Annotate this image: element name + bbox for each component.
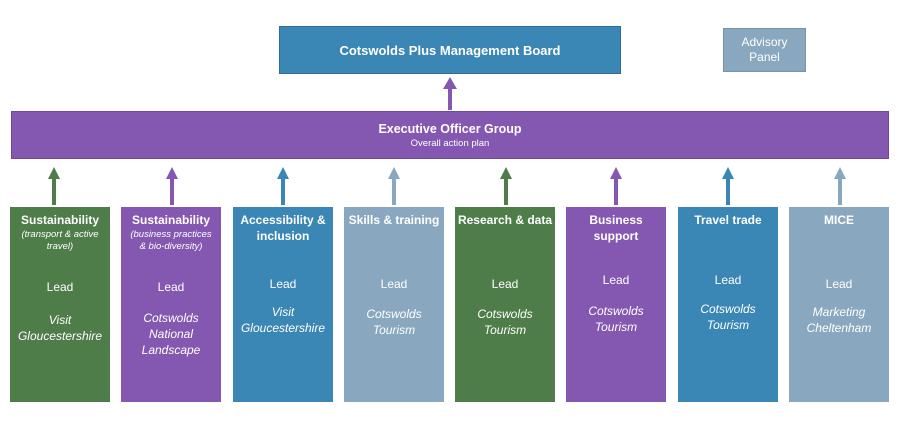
workstream-title: Sustainability	[131, 213, 211, 227]
workstream-lead-org-line1: Cotswolds	[477, 307, 533, 321]
workstream-lead-org-line2: National	[148, 327, 194, 341]
workstream-title-line2: inclusion	[256, 229, 310, 243]
executive-officer-group-title: Executive Officer Group	[378, 121, 522, 136]
advisory-panel-line2: Panel	[749, 50, 780, 64]
workstream-lead-label: Lead	[157, 280, 185, 294]
workstream-skills-training: Skills & training Lead Cotswolds Tourism	[344, 207, 444, 402]
workstream-title-line2: support	[593, 229, 639, 243]
workstream-subtitle-line2: travel)	[46, 241, 74, 252]
management-board-box: Cotswolds Plus Management Board	[279, 26, 621, 74]
arrow-exec-to-board	[443, 77, 457, 110]
workstream-lead-org-line2: Tourism	[706, 318, 750, 332]
advisory-panel-box: Advisory Panel	[723, 28, 806, 72]
arrow-sustainability-transport	[48, 167, 60, 205]
arrow-business-support	[610, 167, 622, 205]
workstream-lead-label: Lead	[380, 277, 408, 291]
arrow-research	[500, 167, 512, 205]
workstream-title: Sustainability	[20, 213, 100, 227]
arrow-mice	[834, 167, 846, 205]
workstream-title: Travel trade	[694, 213, 762, 227]
workstream-subtitle-line1: (business practices	[130, 229, 212, 240]
arrow-sustainability-business	[166, 167, 178, 205]
workstream-sustainability-business: Sustainability (business practices & bio…	[121, 207, 221, 402]
workstream-lead-org-line1: Marketing	[812, 305, 866, 319]
workstream-mice: MICE Lead Marketing Cheltenham	[789, 207, 889, 402]
workstream-subtitle-line2: & bio-diversity)	[139, 241, 203, 252]
workstream-title: Accessibility &	[240, 213, 326, 227]
advisory-panel-line1: Advisory	[741, 35, 788, 49]
workstream-sustainability-transport: Sustainability (transport & active trave…	[10, 207, 110, 402]
workstream-lead-label: Lead	[825, 277, 853, 291]
workstream-travel-trade: Travel trade Lead Cotswolds Tourism	[678, 207, 778, 402]
workstream-lead-org-line1: Visit	[48, 313, 72, 327]
workstream-lead-label: Lead	[602, 273, 630, 287]
workstream-lead-org-line3: Landscape	[141, 343, 201, 357]
workstream-lead-label: Lead	[491, 277, 519, 291]
workstream-lead-org-line2: Cheltenham	[806, 321, 872, 335]
workstream-lead-label: Lead	[269, 277, 297, 291]
workstream-title: Research & data	[457, 213, 553, 227]
workstream-lead-label: Lead	[46, 280, 74, 294]
arrow-accessibility	[277, 167, 289, 205]
workstream-lead-org-line2: Tourism	[483, 323, 527, 337]
workstream-lead-org-line1: Visit	[271, 305, 295, 319]
workstream-subtitle-line1: (transport & active	[21, 229, 99, 240]
workstream-lead-org-line1: Cotswolds	[700, 302, 756, 316]
executive-officer-group-subtitle: Overall action plan	[410, 137, 490, 149]
workstream-lead-org-line2: Gloucestershire	[17, 329, 103, 343]
arrow-travel-trade	[722, 167, 734, 205]
workstream-business-support: Business support Lead Cotswolds Tourism	[566, 207, 666, 402]
workstream-lead-org-line1: Cotswolds	[143, 311, 199, 325]
workstream-title: Business	[589, 213, 643, 227]
executive-officer-group-box: Executive Officer Group Overall action p…	[11, 111, 889, 159]
workstream-title: MICE	[824, 213, 854, 227]
arrow-skills	[388, 167, 400, 205]
workstream-lead-org-line2: Gloucestershire	[240, 321, 326, 335]
workstream-lead-org-line1: Cotswolds	[588, 304, 644, 318]
workstream-accessibility-inclusion: Accessibility & inclusion Lead Visit Glo…	[233, 207, 333, 402]
workstream-lead-org-line2: Tourism	[372, 323, 416, 337]
workstream-lead-org-line1: Cotswolds	[366, 307, 422, 321]
management-board-title: Cotswolds Plus Management Board	[339, 42, 561, 58]
workstream-lead-label: Lead	[714, 273, 742, 287]
workstream-research-data: Research & data Lead Cotswolds Tourism	[455, 207, 555, 402]
workstream-lead-org-line2: Tourism	[594, 320, 638, 334]
workstream-title: Skills & training	[348, 213, 440, 227]
